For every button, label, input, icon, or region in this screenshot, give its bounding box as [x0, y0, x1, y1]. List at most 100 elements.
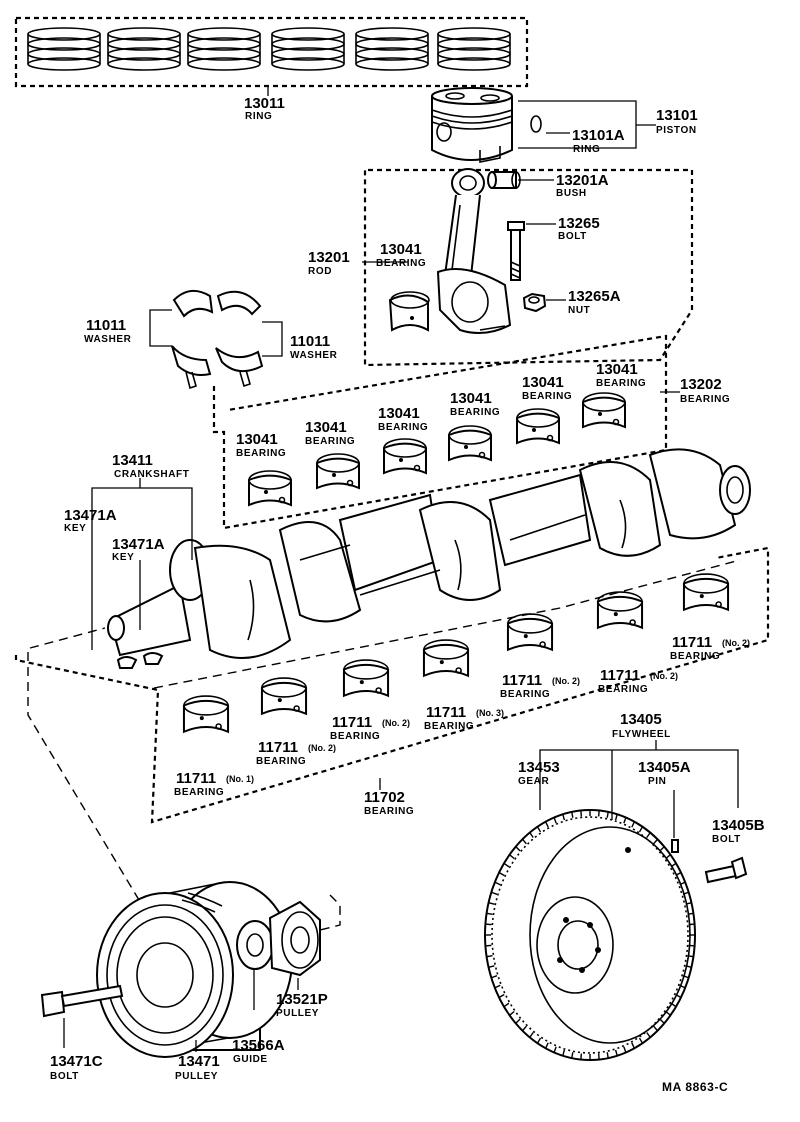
crankshaft-illustration[interactable] [107, 448, 751, 659]
main-bearing-shell-1[interactable] [182, 695, 230, 734]
piston-ring-3 [187, 27, 261, 71]
guide-number: 13566A [232, 1037, 285, 1054]
key-right-number: 13471A [112, 536, 165, 553]
timing-pulley-illustration[interactable] [268, 900, 321, 977]
thrust-washer-left-illustration[interactable] [171, 289, 214, 390]
flywheel-bolt-illustration[interactable] [704, 856, 748, 884]
main-bearing-suffix-4: (No. 3) [476, 708, 504, 718]
pulley-bolt-illustration[interactable] [40, 984, 124, 1018]
piston-ring-1 [27, 27, 101, 71]
main-bearing-shell-5[interactable] [506, 613, 554, 652]
flywheel-illustration[interactable] [484, 809, 696, 1061]
flywheel-pin-illustration[interactable] [671, 839, 679, 853]
main-bearing-name-3: BEARING [330, 731, 380, 742]
bearing-set-lower-name: BEARING [364, 806, 414, 817]
main-bearing-number-7: 11711 [672, 634, 712, 651]
rod-bearing-number: 13041 [380, 241, 422, 258]
piston-ring-6 [437, 27, 511, 71]
thrust-washer-right-illustration[interactable] [215, 290, 264, 388]
main-bearing-number-2: 11711 [258, 739, 298, 756]
connecting-rod-illustration[interactable] [436, 168, 512, 335]
key-left-name: KEY [64, 523, 86, 534]
piston-snap-ring-illustration[interactable] [530, 115, 542, 133]
pulley-number: 13471 [178, 1053, 220, 1070]
piston-ring-set-illustration[interactable] [14, 16, 529, 88]
flywheel-bolt-name: BOLT [712, 834, 741, 845]
main-bearing-shell-4[interactable] [422, 639, 470, 678]
main-bearing-name-7: BEARING [670, 651, 720, 662]
rod-bearing-shell-3[interactable] [383, 438, 427, 475]
rod-nut-illustration[interactable] [522, 292, 547, 313]
crankshaft-number: 13411 [112, 452, 153, 469]
bearing-set-upper-name: BEARING [680, 394, 730, 405]
main-bearing-name-1: BEARING [174, 787, 224, 798]
rod-bearing-name: BEARING [376, 258, 426, 269]
drawing-code: MA 8863-C [662, 1080, 728, 1094]
bush-name: BUSH [556, 188, 587, 199]
rod-bearing-shell-2[interactable] [316, 453, 360, 490]
flywheel-name: FLYWHEEL [612, 729, 671, 740]
rod-bearing-shell-name-6: BEARING [596, 378, 646, 389]
ring-set-number: 13011 [244, 95, 285, 112]
pulley-guide-illustration[interactable] [236, 920, 274, 970]
rod-bearing-shell-number-1: 13041 [236, 431, 278, 448]
main-bearing-name-4: BEARING [424, 721, 474, 732]
bearing-set-lower-number: 11702 [364, 789, 405, 806]
bush-number: 13201A [556, 172, 609, 189]
key-left-illustration[interactable] [116, 656, 138, 669]
crankshaft-name: CRANKSHAFT [114, 469, 189, 480]
key-right-name: KEY [112, 552, 134, 563]
main-bearing-name-6: BEARING [598, 684, 648, 695]
rod-nut-number: 13265A [568, 288, 621, 305]
rod-bolt-illustration[interactable] [507, 221, 525, 281]
rod-bearing-shell-number-4: 13041 [450, 390, 492, 407]
rod-bearing-illustration[interactable] [388, 291, 430, 332]
ring-set-name: RING [245, 111, 272, 122]
washer-left-number: 11011 [86, 317, 126, 334]
main-bearing-shell-3[interactable] [342, 659, 390, 698]
rod-bearing-shell-number-2: 13041 [305, 419, 347, 436]
bearing-set-upper-number: 13202 [680, 376, 722, 393]
timing-pulley-name: PULLEY [276, 1008, 319, 1019]
main-bearing-suffix-7: (No. 2) [722, 638, 750, 648]
main-bearing-name-5: BEARING [500, 689, 550, 700]
main-bearing-number-3: 11711 [332, 714, 372, 731]
main-bearing-number-5: 11711 [502, 672, 542, 689]
rod-number: 13201 [308, 249, 350, 266]
main-bearing-number-6: 11711 [600, 667, 640, 684]
piston-illustration[interactable] [431, 87, 513, 163]
piston-name: PISTON [656, 125, 697, 136]
rod-bearing-shell-1[interactable] [248, 470, 292, 507]
piston-ring-5 [355, 27, 429, 71]
piston-ring-2 [107, 27, 181, 71]
pulley-bolt-name: BOLT [50, 1071, 79, 1082]
main-bearing-number-4: 11711 [426, 704, 466, 721]
main-bearing-shell-6[interactable] [596, 591, 644, 630]
rod-bearing-shell-number-6: 13041 [596, 361, 638, 378]
washer-right-name: WASHER [290, 350, 338, 361]
main-bearing-shell-7[interactable] [682, 573, 730, 612]
flywheel-number: 13405 [620, 711, 662, 728]
timing-pulley-number: 13521P [276, 991, 328, 1008]
rod-bolt-number: 13265 [558, 215, 600, 232]
rod-name: ROD [308, 266, 332, 277]
rod-bearing-shell-6[interactable] [582, 392, 626, 429]
rod-bearing-shell-number-3: 13041 [378, 405, 420, 422]
piston-pin-bush-illustration[interactable] [487, 171, 521, 189]
rod-nut-name: NUT [568, 305, 590, 316]
crankshaft-pulley-illustration[interactable] [96, 881, 293, 1058]
piston-ring-name: RING [573, 144, 600, 155]
rod-bearing-shell-name-2: BEARING [305, 436, 355, 447]
key-right-illustration[interactable] [142, 652, 164, 665]
rod-bolt-name: BOLT [558, 231, 587, 242]
guide-name: GUIDE [233, 1054, 268, 1065]
rod-bearing-shell-name-4: BEARING [450, 407, 500, 418]
main-bearing-shell-2[interactable] [260, 677, 308, 716]
rod-bearing-shell-5[interactable] [516, 408, 560, 445]
rod-bearing-shell-4[interactable] [448, 425, 492, 462]
main-bearing-name-2: BEARING [256, 756, 306, 767]
rod-bearing-shell-number-5: 13041 [522, 374, 564, 391]
main-bearing-suffix-3: (No. 2) [382, 718, 410, 728]
gear-name: GEAR [518, 776, 549, 787]
washer-right-number: 11011 [290, 333, 330, 350]
